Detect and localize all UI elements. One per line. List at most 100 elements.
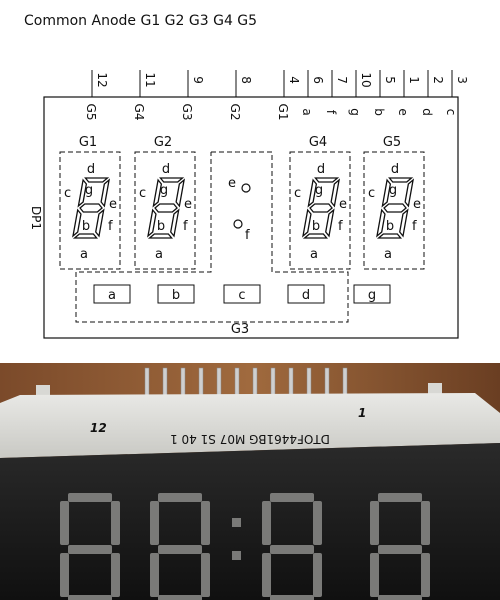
segment (314, 177, 340, 183)
g3-segment-box (353, 284, 391, 304)
part-marking: DTOF4461BG M07 S1 40 1 (170, 432, 330, 446)
photo-digit (150, 493, 210, 600)
pin-number: 7 (335, 76, 349, 84)
segment-label-left: c (139, 186, 146, 201)
pin-signal: G1 (276, 104, 290, 121)
digit-label: G4 (309, 135, 327, 150)
pin-signal: a (300, 108, 314, 115)
segment (383, 203, 407, 213)
seven-segment-digit (302, 177, 341, 239)
product-photo: 12 1 DTOF4461BG M07 S1 40 1 (0, 363, 500, 600)
side-label: DP1 (29, 206, 43, 230)
pin12-handwritten-label: 12 (90, 421, 107, 435)
pin-signal: c (444, 109, 458, 116)
pin-number: 3 (455, 76, 469, 84)
segment (72, 233, 99, 239)
photo-segment (378, 595, 422, 600)
segment (330, 178, 341, 208)
photo-segment (370, 501, 379, 545)
segment-label-top: d (162, 162, 170, 177)
pin-number: 10 (359, 72, 373, 87)
photo-segment (262, 501, 271, 545)
pin-number: 4 (287, 76, 301, 84)
g3-segment-box (287, 284, 325, 304)
photo-segment (313, 553, 322, 597)
segment-label-mid: g (160, 183, 168, 198)
pin-number: 8 (239, 76, 253, 84)
segment (95, 208, 105, 238)
segment (147, 233, 174, 239)
segment (399, 208, 409, 238)
segment-label-top: d (391, 162, 399, 177)
display-top-face (0, 393, 500, 458)
segment-label-top: d (317, 162, 325, 177)
photo-segment (68, 545, 112, 554)
segment (147, 208, 157, 238)
colon-dot-lower (233, 219, 243, 229)
pin-signal: g (348, 108, 362, 116)
photo-segment (111, 553, 120, 597)
colon-group: ef (75, 151, 349, 323)
segment-label-inner: b (312, 219, 320, 234)
segment-label-left: c (368, 186, 375, 201)
photo-digit-segments (60, 493, 430, 600)
segment-label-right: e (184, 197, 192, 212)
segment-label-inner-right: f (183, 219, 188, 234)
segment-label-inner-right: f (412, 219, 417, 234)
seven-segment-digit (72, 177, 111, 239)
segment (175, 178, 186, 208)
photo-segment (270, 545, 314, 554)
photo-segment (158, 493, 202, 502)
pin-signal: G3 (180, 104, 194, 121)
digit-label: G5 (383, 135, 401, 150)
photo-segment (201, 553, 210, 597)
segment-label-bottom: a (155, 247, 163, 262)
segment (381, 178, 392, 208)
photo-segment (421, 553, 430, 597)
pin-number: 6 (311, 76, 325, 84)
g3-segment-box (93, 284, 131, 304)
photo-digit (60, 493, 120, 600)
photo-digit (370, 493, 430, 600)
photo-segment (378, 545, 422, 554)
photo-segment (378, 493, 422, 502)
segment-label-inner: b (82, 219, 90, 234)
photo-segment (270, 595, 314, 600)
pin-number: 5 (383, 76, 397, 84)
pin-number: 1 (407, 76, 421, 84)
photo-segment (270, 493, 314, 502)
segment (388, 177, 414, 183)
photo-colon-dot (232, 551, 241, 560)
g3-segment-label: d (302, 288, 310, 303)
photo-segment (421, 501, 430, 545)
g3-segment-label: a (108, 288, 116, 303)
segment (154, 203, 178, 213)
g3-outline (75, 151, 349, 323)
segment-label-top: d (87, 162, 95, 177)
pin-signal: G4 (132, 104, 146, 121)
pin-number: 11 (143, 72, 157, 87)
pin1-handwritten-label: 1 (358, 406, 366, 420)
segment (84, 177, 110, 183)
g3-segment-label: c (238, 288, 245, 303)
colon-label-lower: f (245, 228, 250, 243)
photo-digit (262, 493, 322, 600)
segment-label-right: e (413, 197, 421, 212)
segment (302, 233, 329, 239)
photo-segment (150, 501, 159, 545)
segment-label-inner-right: f (338, 219, 343, 234)
segment (376, 233, 403, 239)
segment (152, 178, 163, 208)
photo-segment (201, 501, 210, 545)
photo-segment (60, 501, 69, 545)
segment (302, 208, 312, 238)
pin-number: 2 (431, 76, 445, 84)
segment-label-inner: b (386, 219, 394, 234)
g3-label: G3 (231, 322, 249, 337)
pin-signal: f (324, 110, 338, 115)
segment-label-left: c (294, 186, 301, 201)
